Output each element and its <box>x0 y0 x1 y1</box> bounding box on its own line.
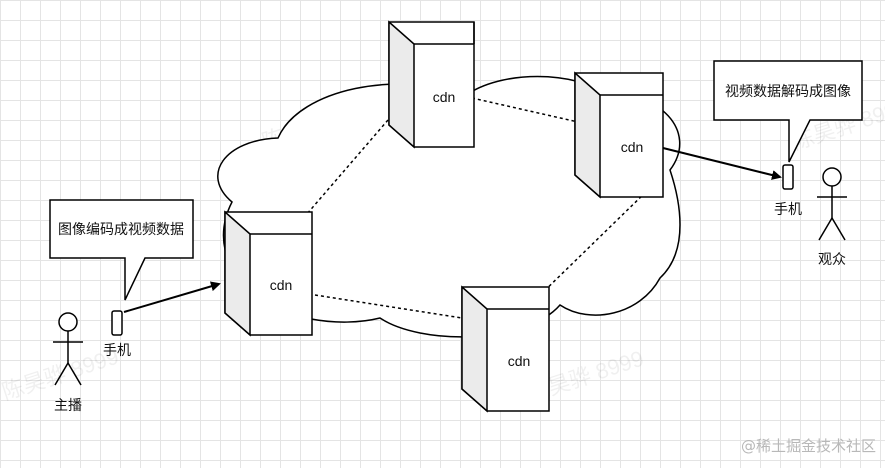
streamer-phone-label: 手机 <box>103 342 131 358</box>
streamer-phone-icon <box>111 310 123 336</box>
link-top-left <box>299 119 389 223</box>
link-top-right <box>471 97 579 123</box>
cdn-right-label: cdn <box>621 139 644 155</box>
cdn-top-label: cdn <box>433 89 456 105</box>
cdn-left-label: cdn <box>270 277 293 293</box>
cdn-bottom-label: cdn <box>508 353 531 369</box>
streamer-label: 主播 <box>54 397 82 413</box>
link-left-bottom <box>314 294 463 319</box>
cdn-node-left: cdn <box>224 210 313 337</box>
callout-decode-text: 视频数据解码成图像 <box>725 83 851 99</box>
cdn-node-top: cdn <box>388 20 475 149</box>
upload-arrow <box>123 281 221 313</box>
viewer-figure-icon <box>817 167 847 241</box>
viewer-phone-icon <box>782 164 794 190</box>
streamer-figure-icon <box>53 312 83 386</box>
callout-encode: 图像编码成视频数据 <box>49 199 194 301</box>
viewer-label: 观众 <box>818 251 846 267</box>
footer-brand: @稀土掘金技术社区 <box>741 437 876 455</box>
cdn-node-right: cdn <box>574 71 664 199</box>
link-right-bottom <box>534 187 651 301</box>
callout-encode-text: 图像编码成视频数据 <box>58 221 184 237</box>
network-cloud <box>217 75 681 338</box>
callout-decode: 视频数据解码成图像 <box>713 60 863 163</box>
viewer-phone-label: 手机 <box>774 201 802 217</box>
download-arrow <box>662 147 782 180</box>
cdn-node-bottom: cdn <box>461 285 550 413</box>
